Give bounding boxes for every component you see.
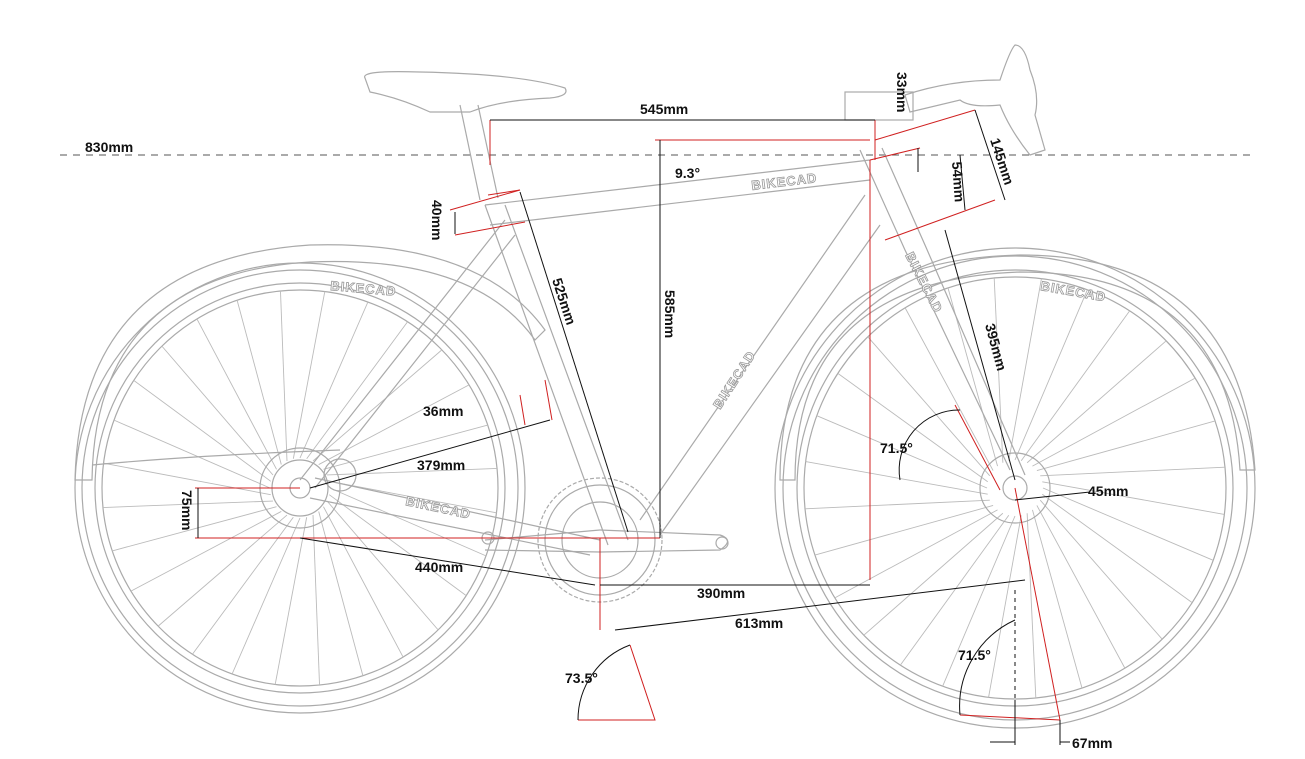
spoke: [1039, 499, 1163, 640]
spoke: [805, 499, 990, 510]
spoke: [318, 384, 470, 465]
label-71-5-deg-upper: 71.5°: [880, 440, 913, 456]
rear-spokes: [102, 290, 498, 686]
label-71-5-deg-lower: 71.5°: [958, 647, 991, 663]
spoke: [130, 511, 282, 592]
label-585mm: 585mm: [662, 290, 678, 338]
spoke: [312, 515, 320, 686]
spoke: [1032, 509, 1083, 689]
spoke: [102, 500, 273, 508]
spoke: [1042, 481, 1225, 515]
spoke: [1040, 466, 1225, 477]
spoke: [834, 509, 998, 599]
spoke: [988, 515, 1022, 698]
spoke: [103, 462, 271, 496]
spoke: [323, 424, 488, 470]
spoke: [327, 468, 498, 476]
spoke: [157, 514, 288, 627]
label-40mm: 40mm: [429, 200, 445, 240]
chainstay-brand: BIKECAD: [404, 493, 472, 521]
spoke: [292, 291, 326, 459]
spoke: [1042, 487, 1214, 561]
spoke: [280, 290, 288, 461]
spoke: [899, 515, 1010, 666]
spoke: [113, 419, 271, 489]
spoke: [231, 517, 301, 675]
label-45mm: 45mm: [1088, 483, 1128, 499]
spoke: [1036, 505, 1126, 669]
label-613mm: 613mm: [735, 615, 783, 631]
label-36mm: 36mm: [423, 403, 463, 419]
label-525mm: 525mm: [549, 276, 579, 327]
top-tube-brand: BIKECAD: [751, 170, 819, 193]
rear-wheel: BIKECAD: [74, 244, 546, 714]
spoke: [312, 349, 443, 462]
spoke: [306, 321, 408, 460]
label-75mm: 75mm: [179, 490, 195, 530]
dimension-labels: 830mm 545mm 33mm 145mm 54mm 9.3° 40mm 52…: [85, 72, 1128, 751]
spoke: [1032, 377, 1196, 467]
label-67mm: 67mm: [1072, 735, 1112, 751]
spoke: [318, 511, 364, 676]
label-395mm: 395mm: [982, 322, 1010, 373]
dimension-arrows: [197, 109, 1091, 745]
label-33mm: 33mm: [894, 72, 910, 112]
spoke: [1042, 493, 1193, 604]
label-379mm: 379mm: [417, 457, 465, 473]
spoke: [299, 301, 369, 459]
spoke: [942, 515, 1016, 687]
spoke: [1026, 513, 1037, 698]
label-830mm: 830mm: [85, 139, 133, 155]
spoke: [236, 300, 282, 465]
spoke: [326, 500, 439, 631]
spoke: [863, 512, 1004, 636]
rear-fender: [74, 244, 546, 481]
spoke: [328, 494, 467, 596]
spoke: [805, 461, 988, 495]
label-440mm: 440mm: [415, 559, 463, 575]
spoke: [1008, 278, 1042, 461]
spoke: [904, 307, 994, 471]
front-fender: [779, 254, 1256, 481]
spoke: [192, 516, 294, 655]
spoke: [1020, 310, 1131, 461]
label-73-5-deg: 73.5°: [565, 670, 598, 686]
spoke: [1036, 420, 1216, 471]
spoke: [329, 487, 487, 557]
spoke: [323, 506, 404, 658]
red-construction-lines: [195, 109, 1061, 721]
spoke: [814, 505, 994, 556]
spoke: [867, 336, 991, 477]
front-rim-brand: BIKECAD: [1039, 278, 1107, 304]
spoke: [112, 506, 277, 552]
label-390mm: 390mm: [697, 585, 745, 601]
spoke: [837, 372, 988, 483]
label-9-3-deg: 9.3°: [675, 165, 700, 181]
saddle: [364, 71, 567, 113]
spoke: [133, 380, 272, 482]
handlebar: [904, 44, 1046, 156]
down-tube-brand: BIKECAD: [710, 348, 759, 412]
spoke: [196, 318, 277, 470]
spoke: [274, 517, 308, 685]
label-54mm: 54mm: [949, 161, 968, 202]
label-545mm: 545mm: [640, 101, 688, 117]
spoke: [1026, 340, 1167, 464]
rear-rim-brand: BIKECAD: [330, 278, 397, 299]
spoke: [1014, 289, 1088, 461]
